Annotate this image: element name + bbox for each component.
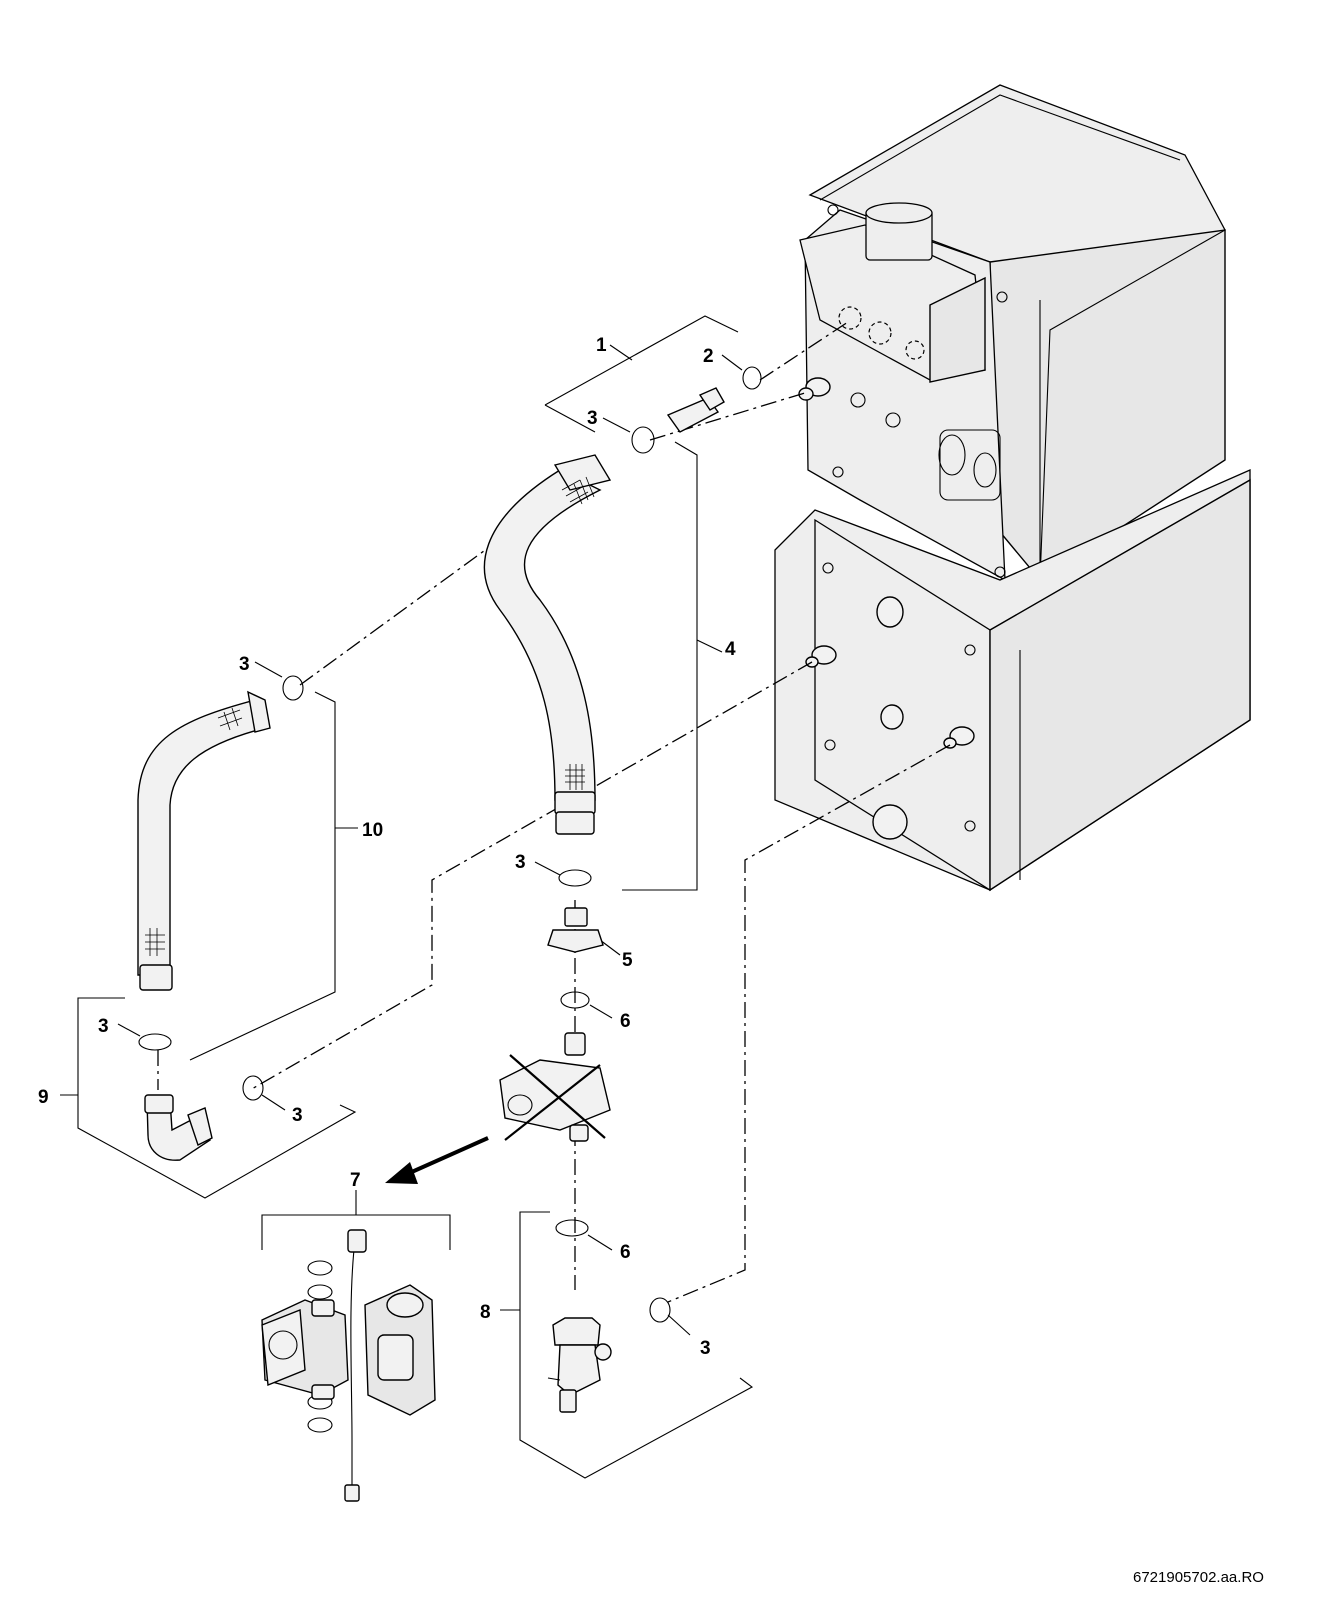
label-6-top: 6 (620, 1011, 631, 1032)
connection-lines (157, 321, 951, 1303)
label-7: 7 (350, 1170, 361, 1191)
boiler-unit-icon (774, 84, 1251, 892)
elbow-fitting-icon (144, 1094, 213, 1161)
leader-lines (60, 315, 754, 1479)
label-6-bottom: 6 (620, 1242, 631, 1263)
label-3-bottom: 3 (700, 1338, 711, 1359)
sealing-rings (138, 366, 762, 1323)
sealing-ring-icon (555, 1219, 589, 1237)
sealing-ring-icon (282, 675, 304, 701)
label-8: 8 (480, 1302, 491, 1323)
ball-valve-icon (547, 1317, 612, 1413)
circulation-pump-icon (261, 1229, 436, 1502)
flexible-hose-10 (137, 690, 271, 991)
label-4: 4 (725, 639, 736, 660)
label-3-hose4: 3 (515, 852, 526, 873)
obsolete-pump (499, 1032, 611, 1142)
label-2: 2 (703, 346, 714, 367)
label-3-nipple: 3 (587, 408, 598, 429)
sealing-ring-icon (138, 1033, 172, 1051)
sealing-ring-icon (560, 991, 590, 1009)
obsolete-cross-icon (504, 1054, 606, 1141)
label-3-hose10: 3 (239, 654, 250, 675)
sealing-ring-icon (558, 869, 592, 887)
document-code: 6721905702.aa.RO (1133, 1569, 1264, 1586)
label-3-left: 3 (98, 1016, 109, 1037)
label-10: 10 (362, 820, 383, 841)
adapter-fitting-5 (547, 907, 604, 953)
flexible-hose-4 (483, 454, 612, 835)
part-labels: 1 2 3 4 3 10 3 5 6 3 9 3 7 6 8 3 (38, 335, 736, 1359)
threaded-nipple-1 (666, 387, 725, 433)
label-9: 9 (38, 1087, 49, 1108)
sealing-ring-icon (649, 1297, 671, 1323)
replacement-arrow-icon (385, 1136, 489, 1184)
sealing-ring-icon (242, 1075, 264, 1101)
label-1: 1 (596, 335, 607, 356)
sealing-ring-icon (742, 366, 762, 390)
sealing-ring-icon (631, 426, 655, 454)
label-3-elbow: 3 (292, 1105, 303, 1126)
label-5: 5 (622, 950, 633, 971)
